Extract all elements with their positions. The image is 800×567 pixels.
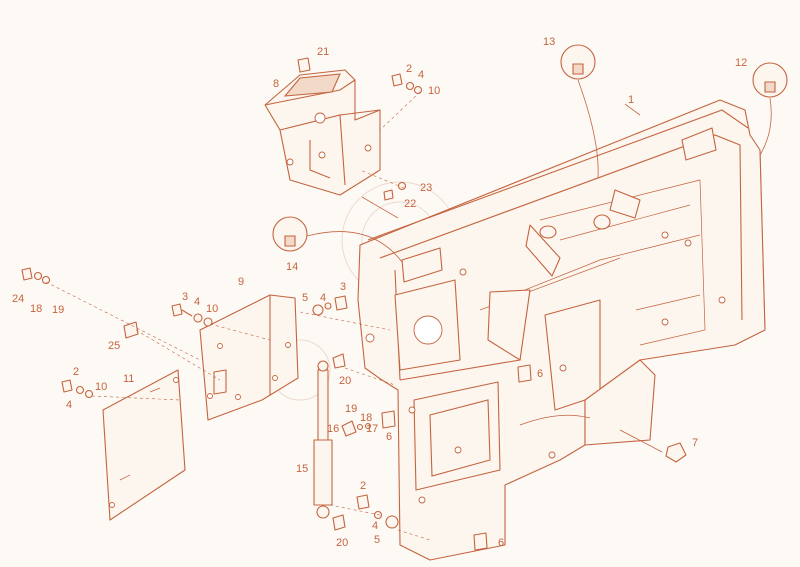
callout-symbols bbox=[272, 44, 788, 252]
callout-5: 5 bbox=[374, 534, 380, 546]
callout-2: 2 bbox=[73, 366, 79, 378]
callout-4: 4 bbox=[372, 520, 378, 532]
side-plate-9 bbox=[199, 294, 299, 421]
callout-15: 15 bbox=[296, 463, 308, 475]
callout-3: 3 bbox=[182, 291, 188, 303]
callout-7: 7 bbox=[692, 437, 698, 449]
callout-8: 8 bbox=[273, 78, 279, 90]
callout-25: 25 bbox=[108, 340, 120, 352]
callout-20: 20 bbox=[339, 375, 351, 387]
callout-10: 10 bbox=[95, 381, 107, 393]
callout-19: 19 bbox=[52, 304, 64, 316]
top-box bbox=[264, 69, 381, 196]
callout-19: 19 bbox=[345, 403, 357, 415]
callout-17: 17 bbox=[366, 423, 378, 435]
callout-5: 5 bbox=[302, 292, 308, 304]
callout-18: 18 bbox=[360, 412, 372, 424]
callout-10: 10 bbox=[428, 85, 440, 97]
callout-3: 3 bbox=[340, 281, 346, 293]
callout-13: 13 bbox=[543, 36, 555, 48]
callout-10: 10 bbox=[206, 303, 218, 315]
spacer-25 bbox=[123, 321, 139, 339]
callout-20: 20 bbox=[336, 537, 348, 549]
leader-lines bbox=[306, 79, 772, 453]
callout-4: 4 bbox=[418, 69, 424, 81]
gas-strut-15 bbox=[313, 360, 333, 519]
callout-4: 4 bbox=[66, 399, 72, 411]
callout-2: 2 bbox=[360, 480, 366, 492]
callout-11: 11 bbox=[123, 373, 134, 385]
callout-14: 14 bbox=[286, 261, 298, 273]
callout-2: 2 bbox=[406, 63, 412, 75]
square-plate-11 bbox=[102, 369, 186, 521]
callout-9: 9 bbox=[238, 276, 244, 288]
assembly-lines bbox=[45, 91, 431, 541]
callout-6: 6 bbox=[386, 431, 392, 443]
callout-12: 12 bbox=[735, 57, 747, 69]
callout-16: 16 bbox=[327, 423, 339, 435]
callout-6: 6 bbox=[537, 368, 543, 380]
callout-24: 24 bbox=[12, 293, 24, 305]
callout-23: 23 bbox=[420, 182, 432, 194]
clip-21 bbox=[297, 57, 311, 73]
callout-22: 22 bbox=[404, 198, 416, 210]
callout-labels: 1 2 2 2 3 3 4 4 4 4 4 5 5 6 6 6 7 8 9 10… bbox=[12, 36, 747, 549]
callout-4: 4 bbox=[320, 292, 326, 304]
callout-6: 6 bbox=[498, 537, 504, 549]
main-frame bbox=[357, 99, 766, 561]
callout-21: 21 bbox=[317, 46, 329, 58]
callout-18: 18 bbox=[30, 303, 42, 315]
callout-1: 1 bbox=[628, 94, 634, 106]
callout-4: 4 bbox=[194, 296, 200, 308]
cap-7 bbox=[665, 442, 687, 463]
